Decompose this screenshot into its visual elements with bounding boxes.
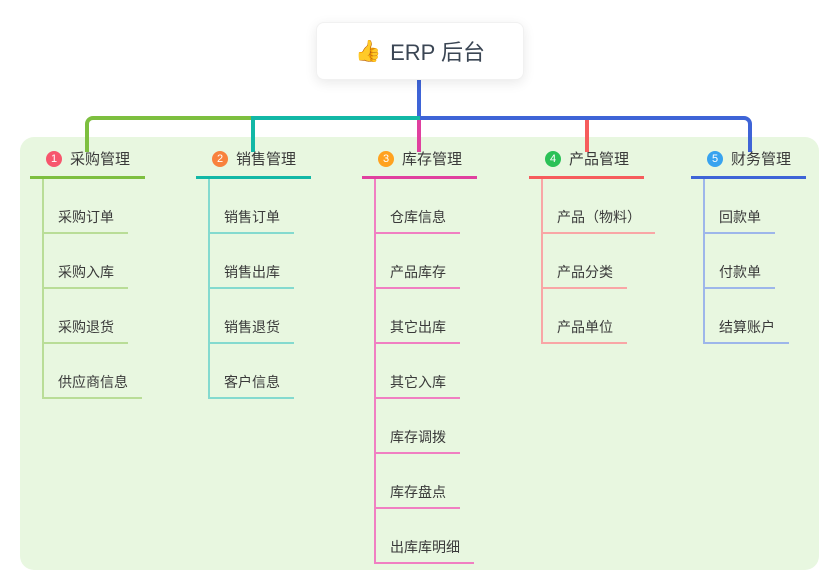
branch-child-line <box>541 179 543 342</box>
branch-children: 回款单付款单结算账户 <box>691 179 806 344</box>
connector-branch4-line <box>585 120 589 152</box>
branch-sales: 2 销售管理 销售订单销售出库销售退货客户信息 <box>196 148 311 399</box>
child-row: 客户信息 <box>196 344 311 399</box>
child-row: 采购订单 <box>30 179 145 234</box>
child-node[interactable]: 其它出库 <box>374 317 460 344</box>
child-node[interactable]: 产品库存 <box>374 262 460 289</box>
branch-child-line <box>42 179 44 397</box>
branch-label: 销售管理 <box>236 151 297 168</box>
child-node[interactable]: 采购订单 <box>42 207 128 234</box>
child-row: 库存调拨 <box>362 399 477 454</box>
child-node[interactable]: 其它入库 <box>374 372 460 399</box>
branch-product: 4 产品管理 产品（物料） 产品分类产品单位 <box>529 148 655 344</box>
branch-header[interactable]: 3 库存管理 <box>362 148 477 179</box>
connector-branch5-line <box>420 116 752 152</box>
connector-branch3-line <box>417 120 421 152</box>
child-node[interactable]: 供应商信息 <box>42 372 142 399</box>
child-row: 销售退货 <box>196 289 311 344</box>
branch-children: 产品（物料） 产品分类产品单位 <box>529 179 655 344</box>
child-row: 采购退货 <box>30 289 145 344</box>
branch-header[interactable]: 4 产品管理 <box>529 148 644 179</box>
connector-branch1-line <box>85 116 253 152</box>
child-row: 仓库信息 <box>362 179 477 234</box>
branch-header[interactable]: 5 财务管理 <box>691 148 806 179</box>
branch-badge: 2 <box>212 150 228 167</box>
child-node[interactable]: 结算账户 <box>703 317 789 344</box>
child-node[interactable]: 产品单位 <box>541 317 627 344</box>
child-node[interactable]: 库存调拨 <box>374 427 460 454</box>
branch-child-line <box>703 179 705 342</box>
child-node[interactable]: 回款单 <box>703 207 775 234</box>
child-row: 供应商信息 <box>30 344 145 399</box>
child-row: 销售订单 <box>196 179 311 234</box>
branch-inventory: 3 库存管理 仓库信息产品库存其它出库其它入库库存调拨库存盘点出库库明细 <box>362 148 477 564</box>
branch-badge: 1 <box>46 150 62 167</box>
child-node[interactable]: 产品（物料） <box>541 207 655 234</box>
child-row: 出库库明细 <box>362 509 477 564</box>
branch-label: 采购管理 <box>70 151 131 168</box>
child-node[interactable]: 销售退货 <box>208 317 294 344</box>
branch-badge: 3 <box>378 150 394 167</box>
child-row: 其它出库 <box>362 289 477 344</box>
child-row: 产品库存 <box>362 234 477 289</box>
child-node[interactable]: 出库库明细 <box>374 537 474 564</box>
child-row: 产品单位 <box>529 289 644 344</box>
branch-label: 产品管理 <box>569 151 630 168</box>
branch-badge: 4 <box>545 150 561 167</box>
child-node[interactable]: 采购退货 <box>42 317 128 344</box>
child-row: 产品（物料） <box>529 179 655 234</box>
child-node[interactable]: 客户信息 <box>208 372 294 399</box>
branch-child-line <box>208 179 210 397</box>
root-node[interactable]: 👍 ERP 后台 <box>316 22 524 80</box>
child-row: 其它入库 <box>362 344 477 399</box>
child-node[interactable]: 销售出库 <box>208 262 294 289</box>
child-row: 结算账户 <box>691 289 806 344</box>
child-node[interactable]: 销售订单 <box>208 207 294 234</box>
branch-header[interactable]: 2 销售管理 <box>196 148 311 179</box>
child-node[interactable]: 产品分类 <box>541 262 627 289</box>
branch-finance: 5 财务管理 回款单付款单结算账户 <box>691 148 806 344</box>
branch-children: 销售订单销售出库销售退货客户信息 <box>196 179 311 399</box>
child-node[interactable]: 采购入库 <box>42 262 128 289</box>
connector-branch2-line <box>251 116 420 152</box>
child-row: 付款单 <box>691 234 806 289</box>
thumbs-up-icon: 👍 <box>354 39 382 63</box>
connector-root-line <box>417 80 421 120</box>
child-node[interactable]: 付款单 <box>703 262 775 289</box>
branch-label: 库存管理 <box>402 151 463 168</box>
root-label: ERP 后台 <box>390 40 486 65</box>
child-node[interactable]: 仓库信息 <box>374 207 460 234</box>
branch-procurement: 1 采购管理 采购订单采购入库采购退货供应商信息 <box>30 148 145 399</box>
branch-label: 财务管理 <box>731 151 792 168</box>
branch-children: 采购订单采购入库采购退货供应商信息 <box>30 179 145 399</box>
background-panel <box>20 137 819 570</box>
child-row: 采购入库 <box>30 234 145 289</box>
child-row: 回款单 <box>691 179 806 234</box>
child-node[interactable]: 库存盘点 <box>374 482 460 509</box>
child-row: 销售出库 <box>196 234 311 289</box>
branch-child-line <box>374 179 376 562</box>
branch-badge: 5 <box>707 150 723 167</box>
branch-header[interactable]: 1 采购管理 <box>30 148 145 179</box>
branch-children: 仓库信息产品库存其它出库其它入库库存调拨库存盘点出库库明细 <box>362 179 477 564</box>
child-row: 产品分类 <box>529 234 644 289</box>
child-row: 库存盘点 <box>362 454 477 509</box>
